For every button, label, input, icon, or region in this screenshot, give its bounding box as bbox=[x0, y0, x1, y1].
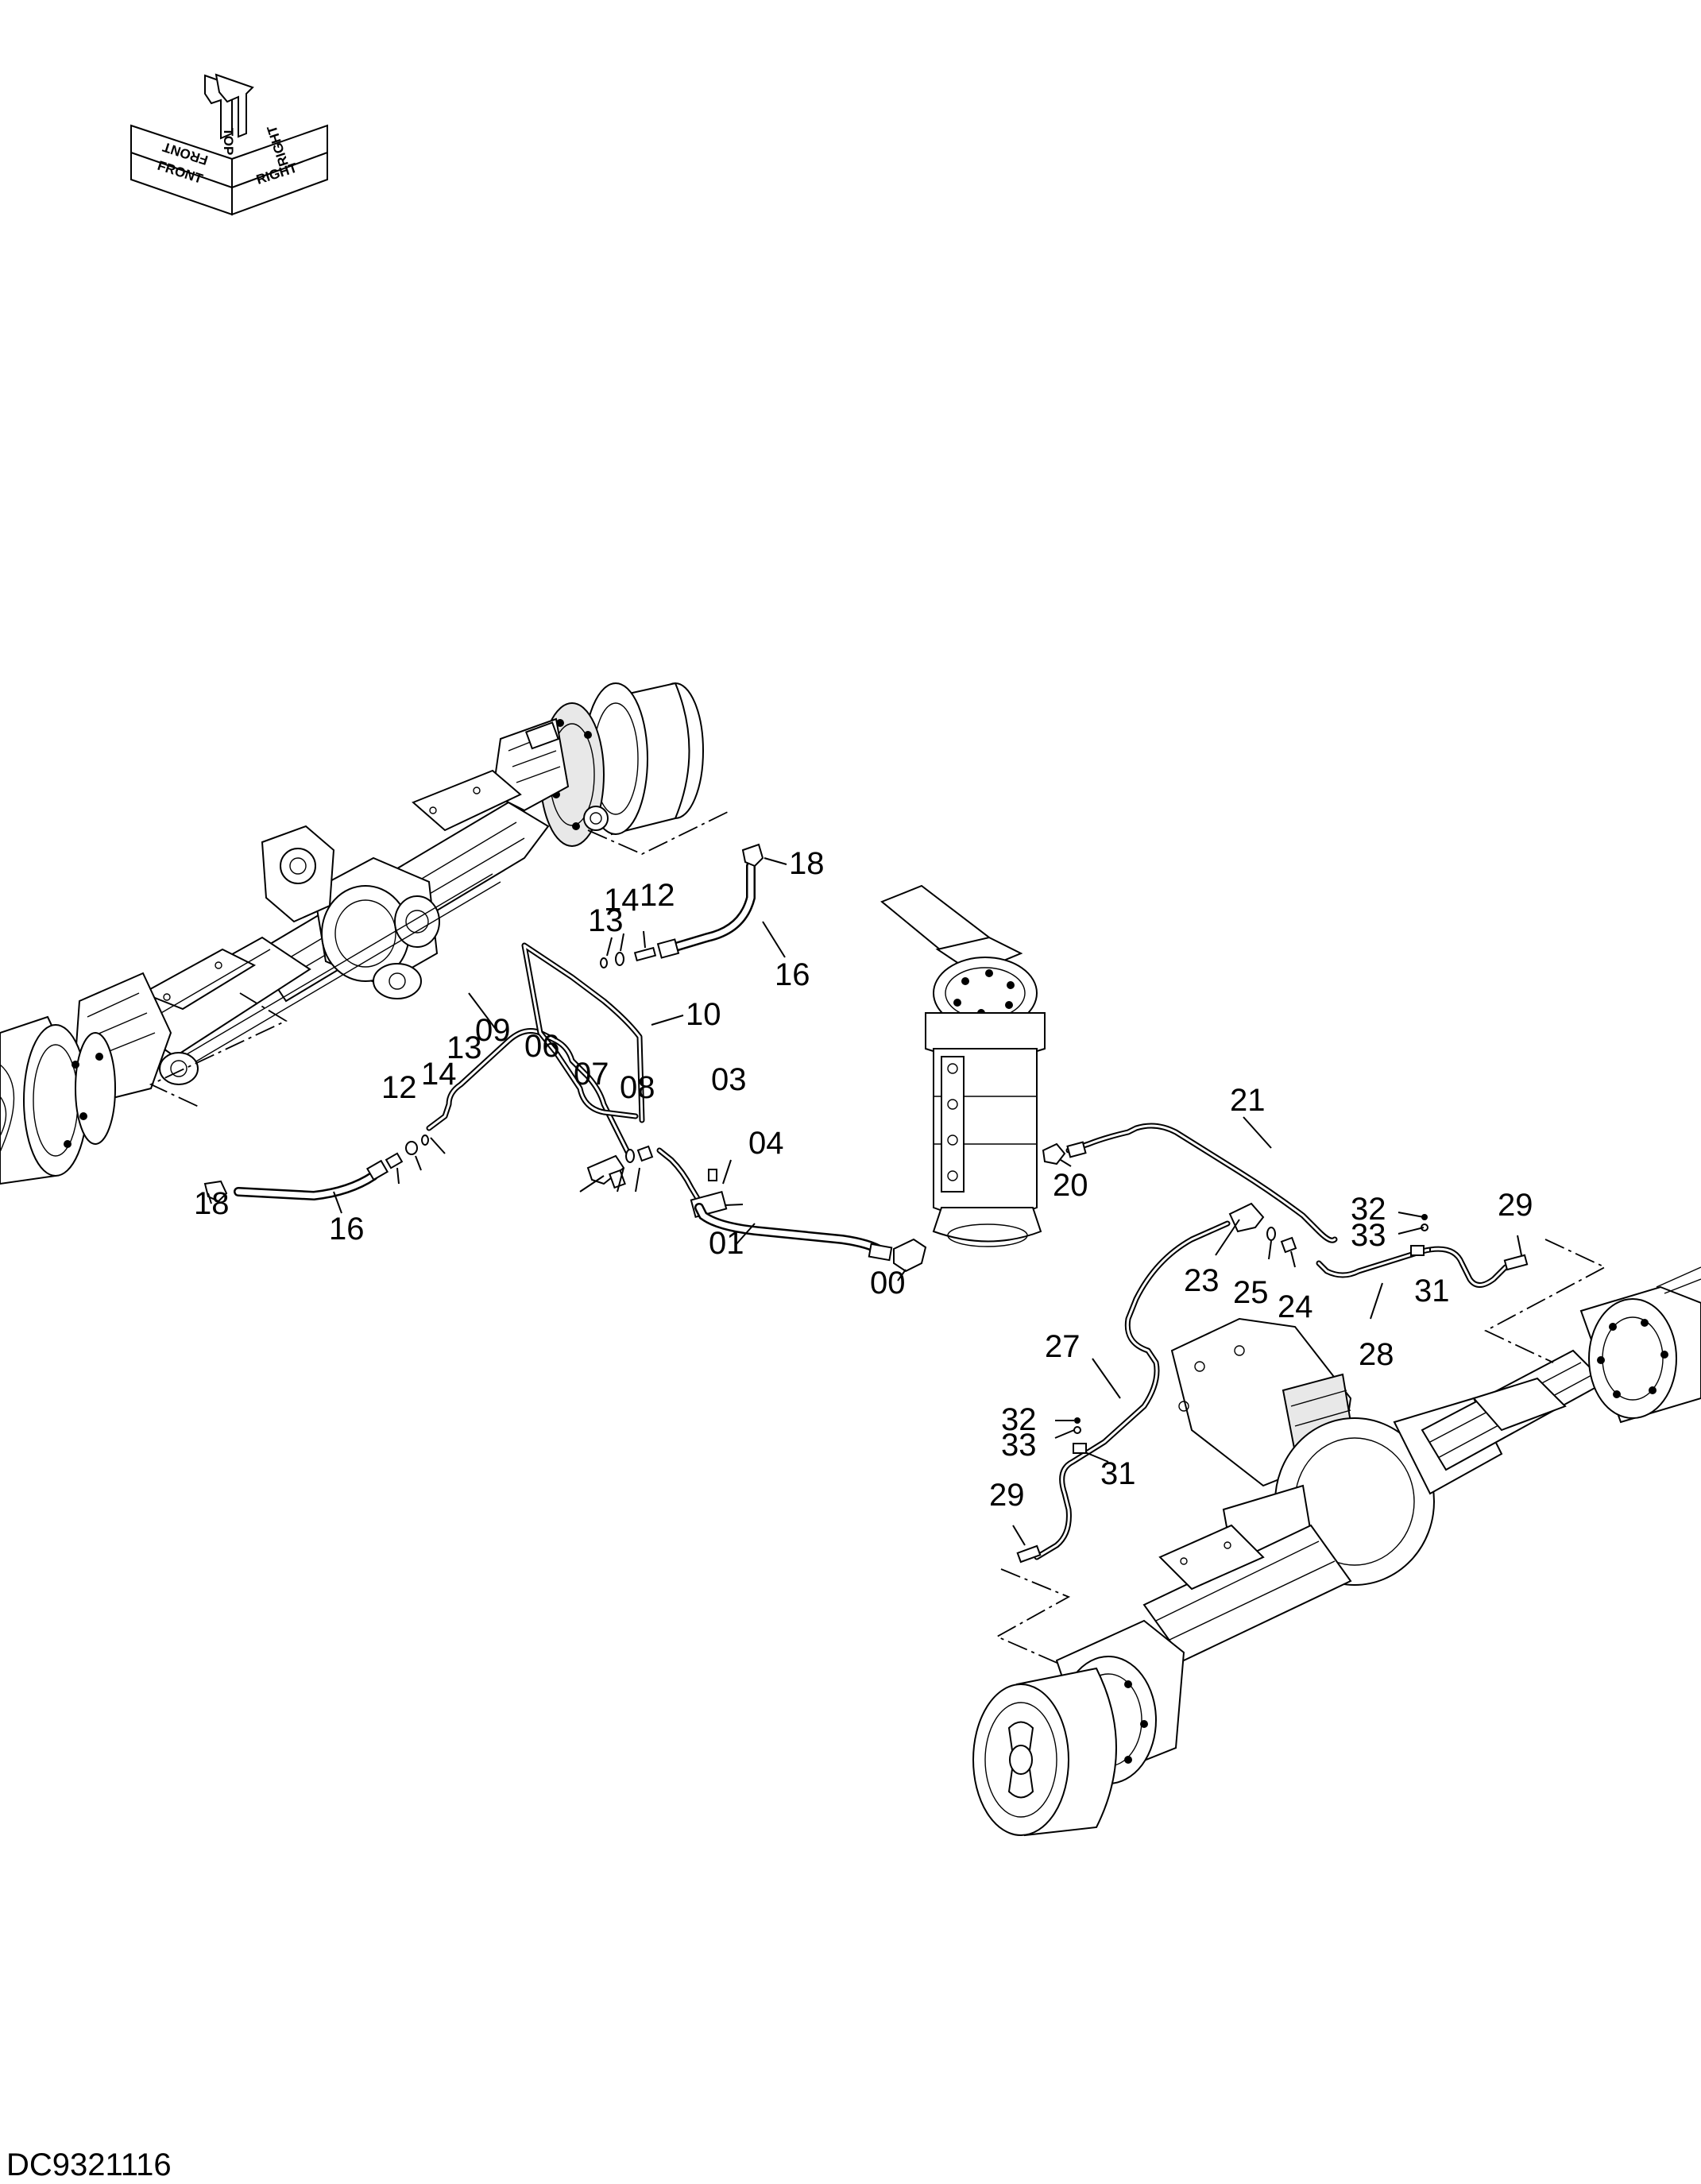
callout-29-right: 29 bbox=[1498, 1188, 1533, 1223]
callout-21: 21 bbox=[1230, 1083, 1266, 1118]
orientation-label-top: TOP bbox=[221, 128, 236, 156]
callout-08: 08 bbox=[620, 1070, 655, 1105]
callout-01: 01 bbox=[709, 1226, 744, 1261]
rear-axle bbox=[972, 1266, 1701, 1837]
callout-09: 09 bbox=[475, 1013, 511, 1048]
o-ring-25 bbox=[1266, 1227, 1276, 1241]
elbow-18-lower bbox=[203, 1180, 228, 1203]
rear-axle-leader-right bbox=[1483, 1239, 1607, 1363]
o-ring-14-upper bbox=[615, 952, 624, 966]
o-ring-07 bbox=[625, 1149, 635, 1163]
callout-32-right: 32 bbox=[1351, 1192, 1386, 1227]
callout-12-upper: 12 bbox=[640, 878, 675, 913]
callout-33-right: 33 bbox=[1351, 1218, 1386, 1253]
clamp-31-right bbox=[1410, 1245, 1425, 1256]
callout-13-lower: 13 bbox=[447, 1030, 482, 1065]
callout-06: 06 bbox=[524, 1029, 560, 1064]
callout-31-right: 31 bbox=[1414, 1274, 1450, 1308]
callout-27: 27 bbox=[1045, 1329, 1081, 1364]
callout-28: 28 bbox=[1359, 1337, 1394, 1372]
callout-29-lower: 29 bbox=[989, 1478, 1025, 1513]
fitting-20 bbox=[1042, 1142, 1066, 1165]
clamp-31-lower bbox=[1073, 1443, 1087, 1454]
callout-18-lower: 18 bbox=[194, 1186, 230, 1221]
center-swivel-joint bbox=[880, 884, 1046, 1247]
drawing-code: DC9321116 bbox=[6, 2147, 172, 2182]
callout-32-lower: 32 bbox=[1001, 1402, 1037, 1437]
front-axle-leader-right bbox=[587, 810, 732, 855]
leader-lines bbox=[207, 857, 1522, 1546]
pipe-21 bbox=[1065, 1123, 1338, 1243]
callout-10: 10 bbox=[686, 997, 721, 1032]
callout-07: 07 bbox=[574, 1057, 609, 1092]
callout-00: 00 bbox=[870, 1266, 906, 1301]
callout-33-lower: 33 bbox=[1001, 1428, 1037, 1463]
bolt-32-right bbox=[1421, 1214, 1428, 1220]
callout-31-lower: 31 bbox=[1100, 1456, 1136, 1491]
orientation-symbol: FRONT FRONT TOP RIGHT RIGHT bbox=[130, 73, 328, 216]
callout-12-lower: 12 bbox=[381, 1070, 417, 1105]
fitting-12-lower bbox=[385, 1152, 404, 1169]
front-axle-leader-left bbox=[149, 992, 288, 1107]
callout-18-upper: 18 bbox=[789, 846, 825, 881]
callout-25: 25 bbox=[1233, 1275, 1269, 1310]
callout-04: 04 bbox=[748, 1126, 784, 1161]
bolt-03 bbox=[708, 1169, 717, 1181]
callout-14-upper: 14 bbox=[604, 883, 640, 918]
callout-20: 20 bbox=[1053, 1168, 1088, 1203]
hydraulic-lines bbox=[203, 843, 1529, 1564]
fitting-24 bbox=[1280, 1236, 1297, 1254]
callout-03: 03 bbox=[711, 1062, 747, 1097]
front-axle bbox=[0, 682, 704, 1185]
fitting-12-upper bbox=[633, 946, 657, 962]
washer-13-lower bbox=[421, 1135, 429, 1146]
connector-29-right bbox=[1503, 1254, 1529, 1271]
callout-13-upper: 13 bbox=[588, 903, 624, 938]
callout-23: 23 bbox=[1184, 1263, 1220, 1298]
callout-24: 24 bbox=[1278, 1289, 1313, 1324]
washer-13-upper bbox=[600, 957, 608, 968]
connector-29-lower bbox=[1016, 1544, 1042, 1564]
callout-14-lower: 14 bbox=[421, 1057, 457, 1092]
washer-33-lower bbox=[1073, 1426, 1081, 1434]
o-ring-14-lower bbox=[405, 1141, 418, 1155]
callouts: 18 16 13 14 12 10 09 13 14 12 06 07 08 0… bbox=[194, 846, 1533, 1513]
tee-23 bbox=[1228, 1202, 1265, 1233]
rear-axle-leader-left bbox=[995, 1568, 1071, 1665]
elbow-18-upper bbox=[741, 843, 764, 868]
elbow-00 bbox=[893, 1238, 927, 1273]
fitting-08 bbox=[636, 1145, 654, 1162]
callout-16-upper: 16 bbox=[775, 957, 810, 992]
callout-16-lower: 16 bbox=[329, 1212, 365, 1247]
bolt-32-lower bbox=[1074, 1417, 1081, 1424]
